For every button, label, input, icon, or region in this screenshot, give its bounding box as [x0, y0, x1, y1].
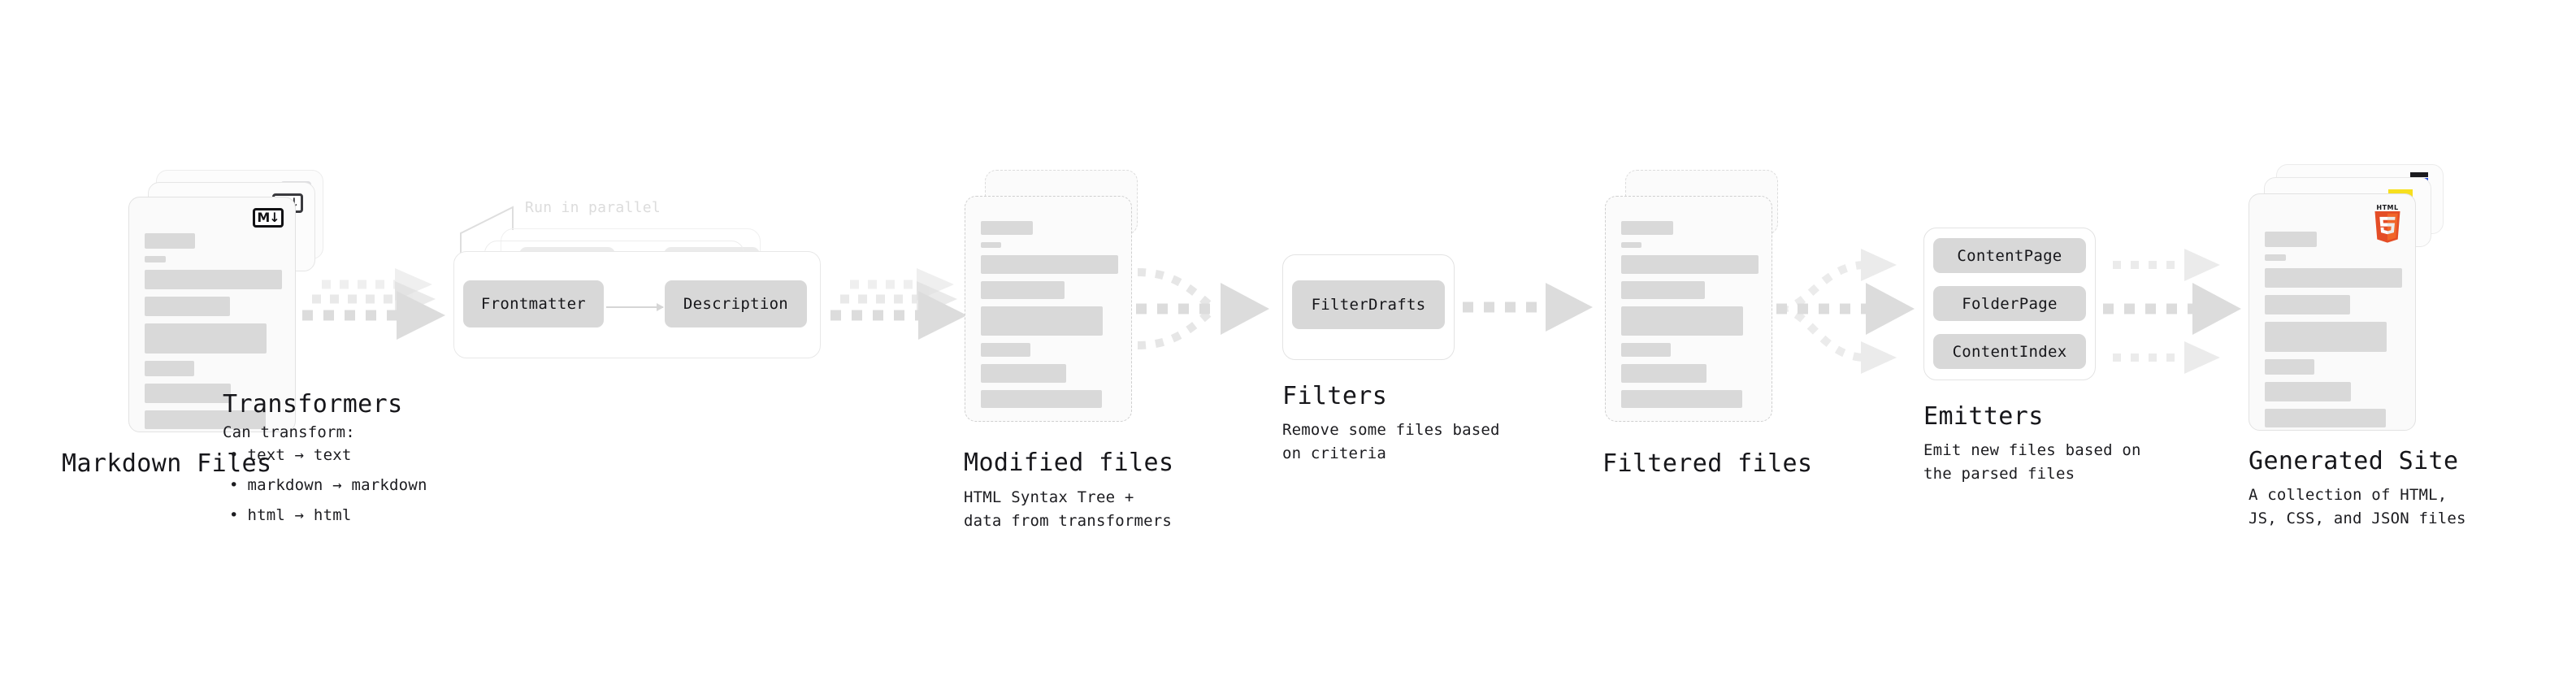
filter-filterdrafts[interactable]: FilterDrafts: [1292, 280, 1445, 329]
html5-shield: HTML: [2373, 204, 2402, 247]
emitters-subtitle: Emit new files based on the parsed files: [1923, 441, 2141, 483]
site-card-front: HTML: [2249, 193, 2416, 431]
content-bar: [1621, 255, 1759, 274]
card-content-lines: [145, 233, 282, 432]
stage-title-modified-files: Modified files: [964, 449, 1174, 477]
bullet-dot: •: [229, 506, 239, 524]
stage-title-filtered-files: Filtered files: [1602, 449, 1813, 478]
content-bar: [1621, 221, 1673, 235]
transformers-subtitle: Can transform:: [223, 423, 355, 441]
content-bar: [981, 255, 1118, 274]
bullet-text: text → text: [247, 446, 352, 464]
filtered-card-front: [1605, 196, 1772, 422]
bullet-dot: •: [229, 476, 239, 494]
filters-subtitle: Remove some files based on criteria: [1282, 421, 1500, 462]
html5-wordmark: HTML: [2376, 204, 2399, 211]
emitter-folderpage[interactable]: FolderPage: [1933, 286, 2086, 321]
content-bar: [145, 323, 267, 354]
content-bar: [981, 221, 1033, 235]
content-bar: [2265, 268, 2402, 288]
transformer-frontmatter[interactable]: Frontmatter: [463, 280, 604, 327]
modified-card-front: [965, 196, 1132, 422]
transform-arrow: [606, 303, 664, 311]
transformers-bullet-list: • text → text • markdown → markdown • ht…: [229, 444, 427, 527]
content-bar: [981, 281, 1065, 299]
content-bar: [1621, 364, 1706, 383]
content-bar: [2265, 295, 2350, 314]
connector-filtered-to-emitters: [1776, 236, 1939, 390]
emitter-contentpage[interactable]: ContentPage: [1933, 238, 2086, 273]
content-bar: [2265, 359, 2314, 375]
content-bar: [2265, 232, 2317, 247]
content-bar: [1621, 242, 1641, 248]
content-bar: [1621, 343, 1671, 357]
html5-icon: HTML: [2373, 204, 2402, 247]
markdown-card-front: M↓: [128, 197, 296, 432]
stage-title-filters: Filters: [1282, 382, 1388, 410]
stage-title-emitters: Emitters: [1923, 402, 2044, 431]
run-in-parallel-leader: [460, 202, 533, 259]
content-bar: [145, 361, 194, 376]
run-in-parallel-label: Run in parallel: [525, 199, 661, 216]
modified-files-subtitle: HTML Syntax Tree + data from transformer…: [964, 488, 1173, 530]
markdown-icon: M↓: [253, 208, 284, 228]
card-content-lines: [981, 221, 1118, 415]
connector-modified-to-filters: [1136, 244, 1290, 374]
content-bar: [981, 343, 1030, 357]
content-bar: [2265, 254, 2286, 261]
bullet-text: markdown → markdown: [247, 476, 427, 494]
card-content-lines: [2265, 232, 2402, 430]
content-bar: [981, 364, 1066, 383]
stage-title-markdown-files: Markdown Files: [62, 449, 272, 478]
connector-filters-to-filtered: [1463, 280, 1609, 345]
content-bar: [981, 306, 1104, 336]
content-bar: [145, 384, 232, 403]
stage-title-transformers: Transformers: [223, 390, 403, 419]
content-bar: [981, 390, 1102, 408]
content-bar: [145, 233, 195, 249]
content-bar: [1621, 390, 1742, 408]
content-bar: [145, 270, 282, 289]
bullet-text: html → html: [247, 506, 352, 524]
stage-title-generated-site: Generated Site: [2249, 447, 2459, 475]
emitter-contentindex[interactable]: ContentIndex: [1933, 334, 2086, 369]
content-bar: [145, 256, 166, 262]
connector-transformers-to-modified: [830, 260, 1017, 366]
generated-site-subtitle: A collection of HTML, JS, CSS, and JSON …: [2249, 486, 2466, 527]
content-bar: [2265, 382, 2352, 401]
connector-md-to-transformers: [302, 260, 497, 366]
content-bar: [2265, 322, 2387, 352]
content-bar: [145, 297, 230, 316]
content-bar: [981, 242, 1001, 248]
bullet-dot: •: [229, 446, 239, 464]
connector-emitters-to-site: [2103, 236, 2266, 390]
content-bar: [145, 410, 266, 429]
transformer-description[interactable]: Description: [665, 280, 807, 327]
card-content-lines: [1621, 221, 1759, 415]
content-bar: [2265, 409, 2386, 427]
markdown-glyph: M↓: [253, 208, 284, 228]
content-bar: [1621, 281, 1706, 299]
content-bar: [1621, 306, 1744, 336]
